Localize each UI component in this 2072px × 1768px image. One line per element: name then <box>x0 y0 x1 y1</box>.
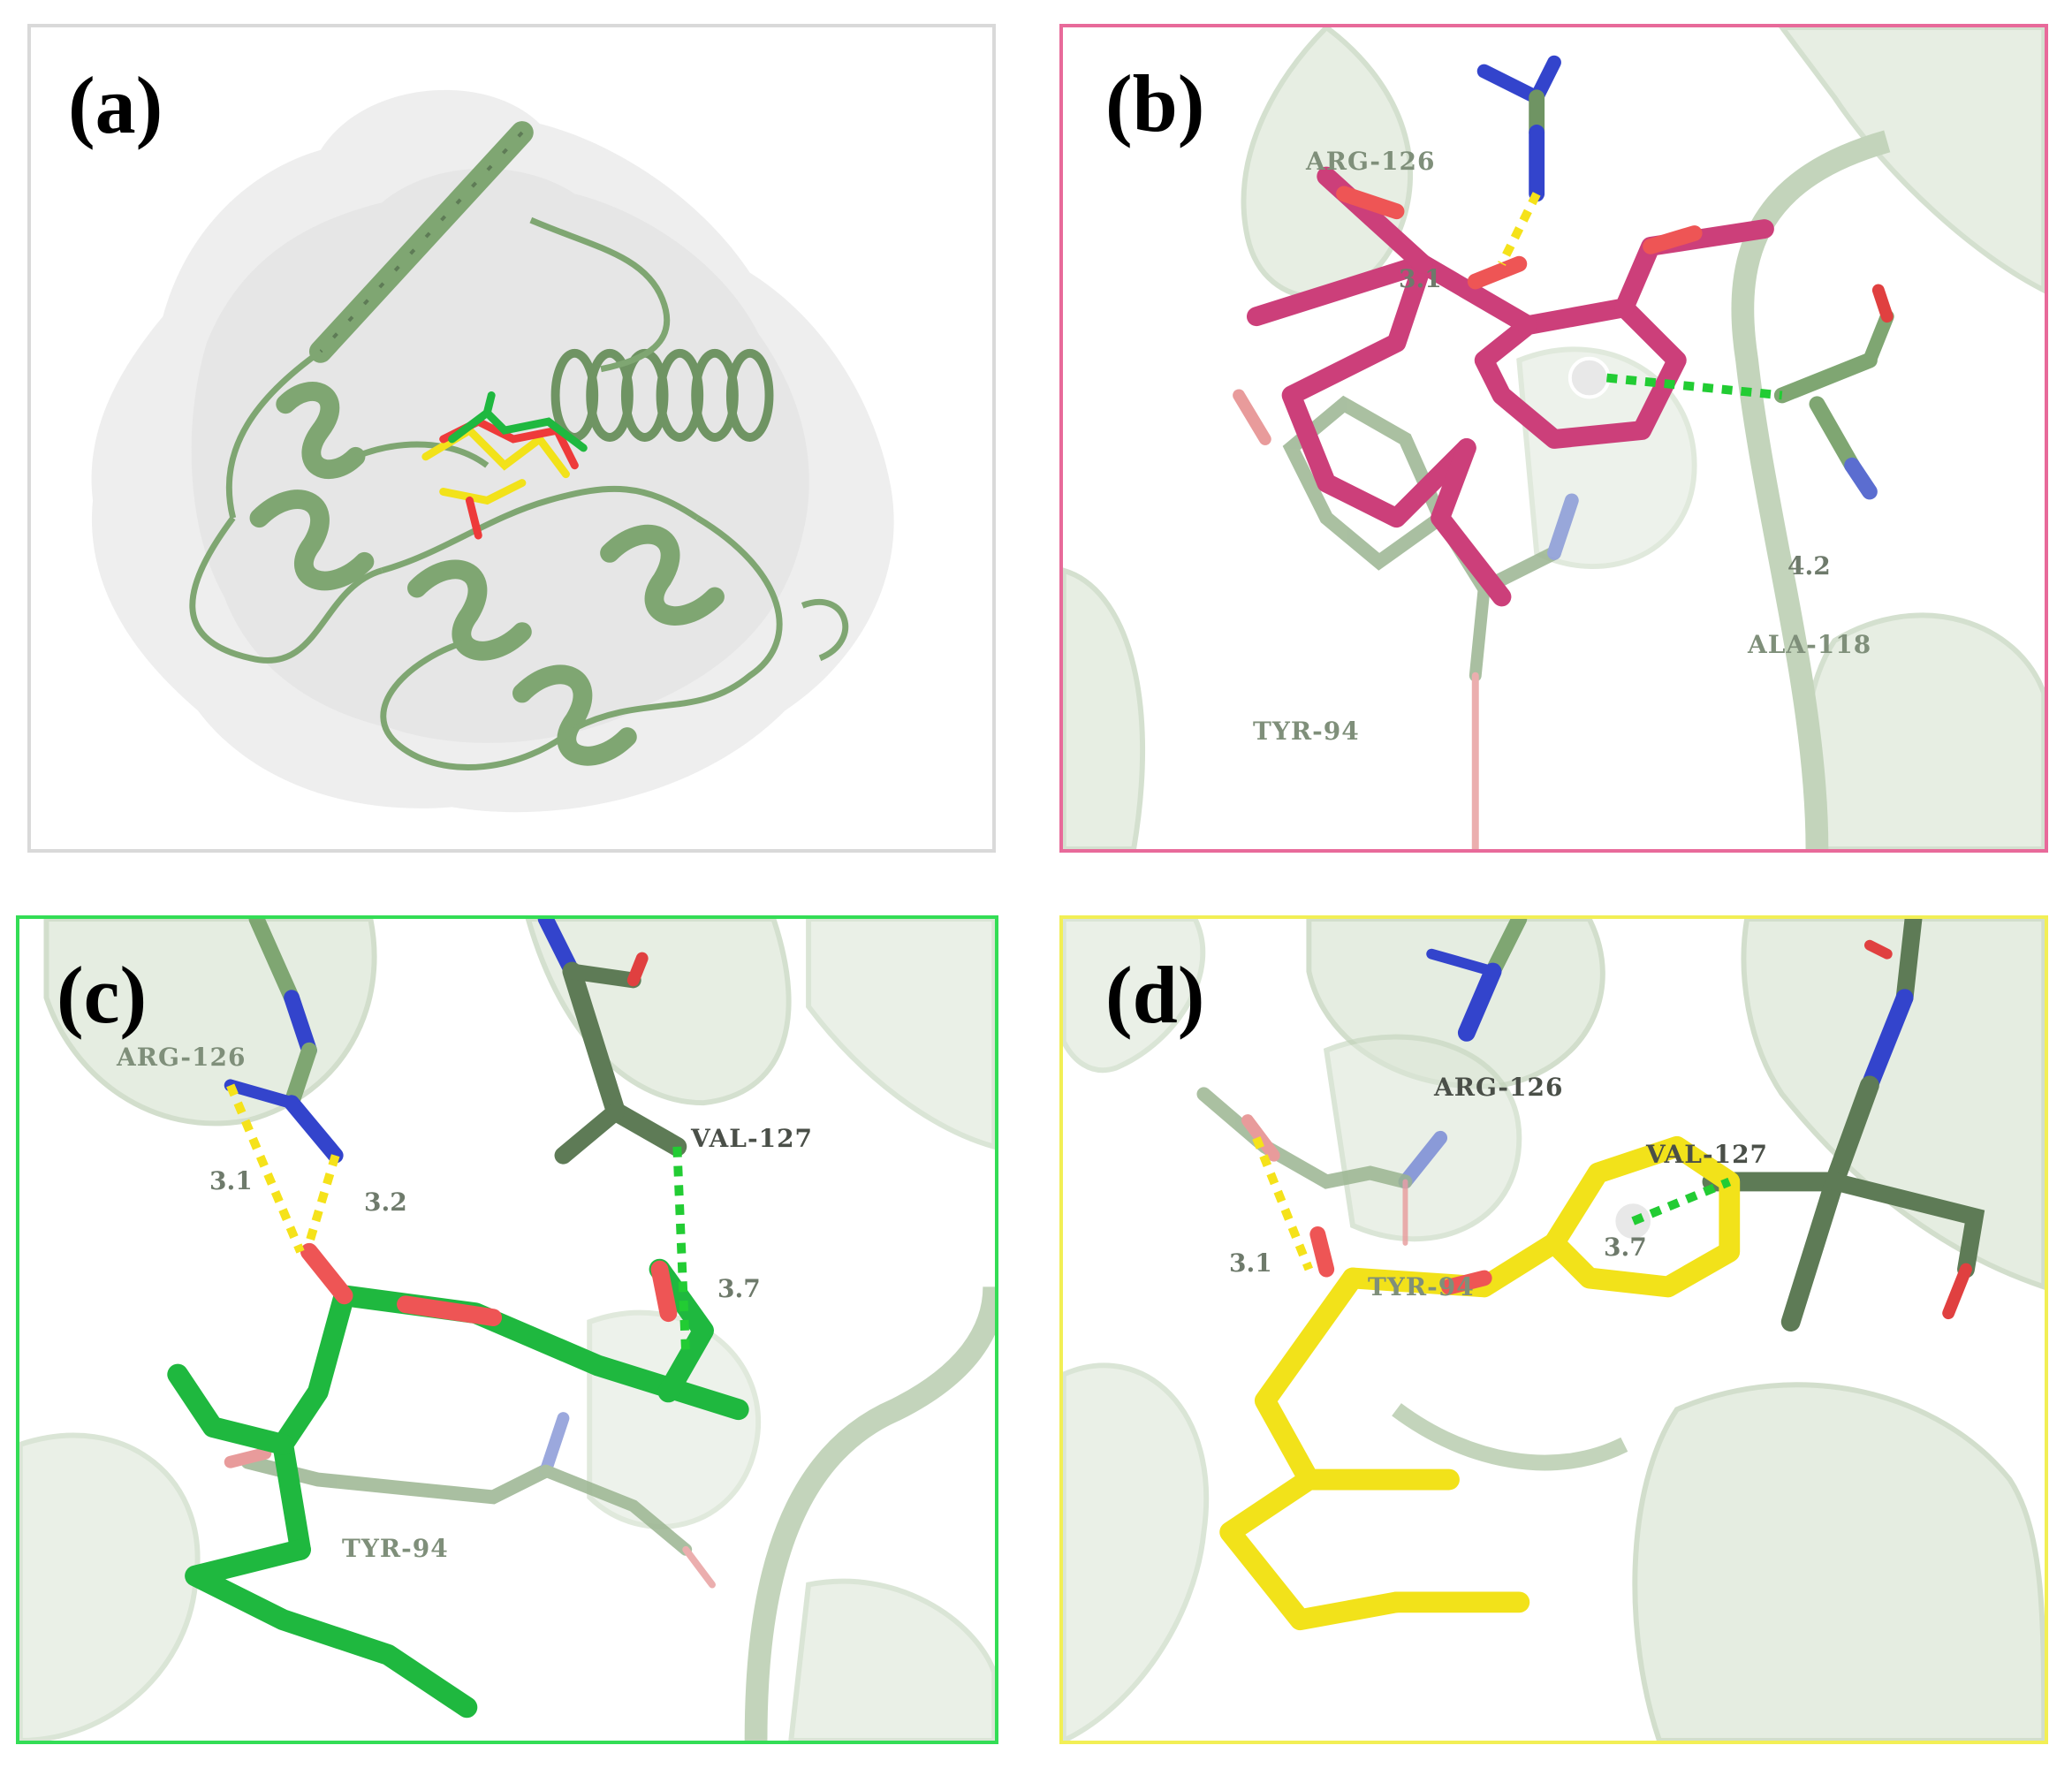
hbonds-arg-126 <box>226 1083 340 1254</box>
ligand-b-oxygens <box>1336 186 1703 290</box>
panel-a: (a) <box>27 24 996 853</box>
binding-site-b-image <box>1063 27 2045 849</box>
background-helices <box>1063 919 2045 1741</box>
distance-label-val-127: 3.7 <box>717 1274 761 1303</box>
residue-label-arg-126: ARG-126 <box>1434 1073 1564 1102</box>
protein-overview-image <box>91 89 894 813</box>
ring-centroid <box>1567 356 1611 399</box>
residue-label-val-127: VAL-127 <box>691 1124 814 1153</box>
binding-site-d-image <box>1063 919 2045 1741</box>
val-127-sidechain <box>537 919 687 1165</box>
ala-118-sidechain <box>1773 284 1894 500</box>
distance-label-val-127: 3.7 <box>1604 1233 1647 1262</box>
panel-d-label: (d) <box>1105 950 1205 1040</box>
arg-126-sidechain <box>224 919 344 1164</box>
residue-label-arg-126: ARG-126 <box>1306 147 1436 176</box>
ligand-c <box>167 1258 749 1719</box>
ligand-c-oxygens <box>300 1242 678 1327</box>
panel-a-label: (a) <box>68 60 163 150</box>
val-127-sidechain <box>1702 919 1985 1332</box>
residue-label-ala-118: ALA-118 <box>1748 630 1872 659</box>
residue-label-val-127: VAL-127 <box>1646 1140 1769 1169</box>
hbond-arg-126 <box>1498 192 1541 266</box>
pi-contact-ala-118 <box>1605 373 1783 400</box>
panel-c-label: (c) <box>57 950 148 1040</box>
helix-left <box>249 382 725 766</box>
helix-right <box>550 348 774 442</box>
distance-label-tyr-94: 3.1 <box>1229 1248 1272 1278</box>
ring-centroid <box>1612 1200 1655 1242</box>
residue-label-tyr-94: TYR-94 <box>1253 717 1360 746</box>
panel-b: (b) ARG-126 ALA-118 TYR-94 3.1 4.2 <box>1059 24 2048 853</box>
binding-site-c-image <box>19 919 995 1741</box>
loops <box>189 216 849 770</box>
arg-126-sidechain <box>1476 55 1561 202</box>
arg-126-sidechain <box>1398 919 1528 1189</box>
panel-d: (d) ARG-126 VAL-127 TYR-94 3.1 3.7 <box>1059 915 2048 1744</box>
ligand-d-oxygens <box>1309 1226 1492 1295</box>
ligand-d <box>1219 1135 1741 1631</box>
distance-label-ala-118: 4.2 <box>1787 551 1831 580</box>
residue-label-tyr-94: TYR-94 <box>1368 1272 1475 1301</box>
ligands-overlay <box>421 391 588 540</box>
pi-contact-val-127 <box>672 1146 691 1357</box>
hbond-tyr-94 <box>1252 1136 1313 1271</box>
panel-b-label: (b) <box>1105 58 1205 148</box>
pi-contact-val-127 <box>1631 1177 1732 1225</box>
residue-label-tyr-94: TYR-94 <box>342 1534 449 1563</box>
background-loop <box>1392 1403 1628 1471</box>
panel-c: (c) ARG-126 VAL-127 TYR-94 3.1 3.2 3.7 <box>16 915 998 1744</box>
distance-label-arg-126: 3.1 <box>1399 264 1442 293</box>
background-loop <box>1731 130 1891 849</box>
distance-label-arg-126-a: 3.1 <box>209 1166 253 1195</box>
distance-label-arg-126-b: 3.2 <box>364 1188 407 1217</box>
residue-label-arg-126: ARG-126 <box>117 1043 247 1072</box>
background-loop <box>744 1286 995 1741</box>
